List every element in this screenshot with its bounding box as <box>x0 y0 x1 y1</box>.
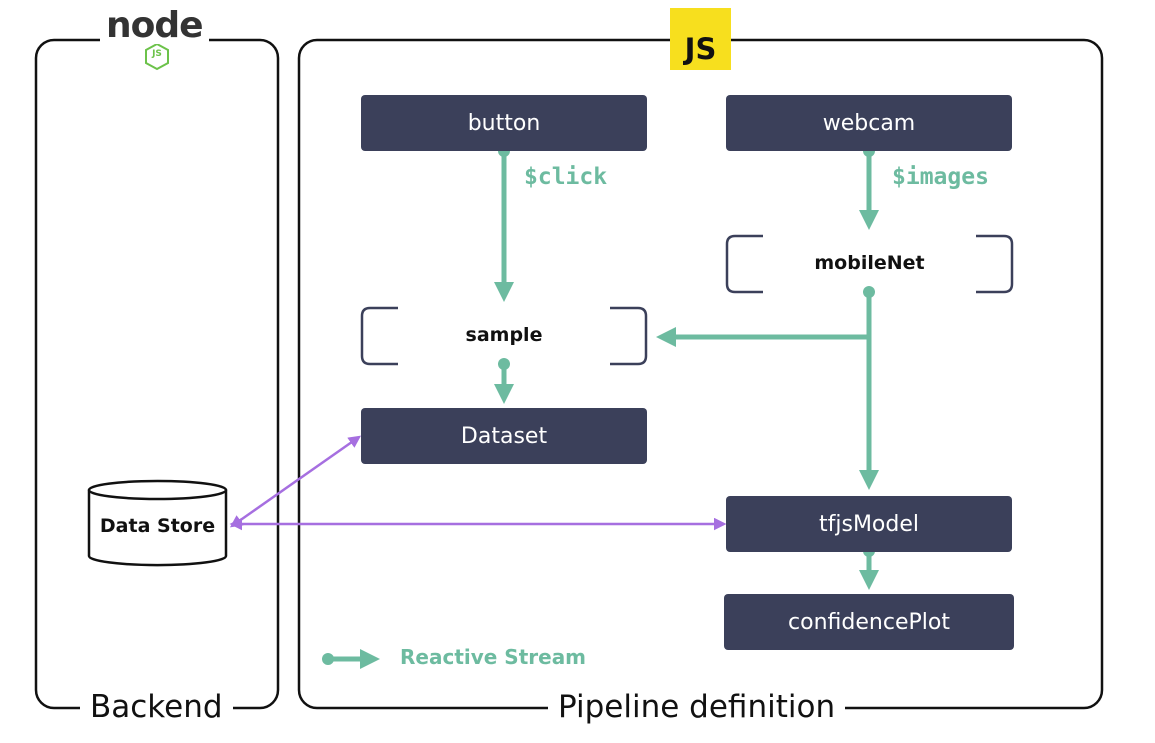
webcam-node: webcam <box>726 95 1012 151</box>
sample-operator-label: sample <box>465 324 543 346</box>
stream-sample-to-dataset <box>494 358 514 404</box>
backend-title: Backend <box>80 687 233 727</box>
nodejs-hexagon-icon <box>145 42 169 71</box>
sample-brackets <box>360 306 648 366</box>
mobilenet-brackets <box>725 234 1014 294</box>
stream-mobilenet-to-tfjsmodel <box>859 286 879 490</box>
dataset-node: Dataset <box>361 408 647 464</box>
nodejs-logo-badge: JS <box>152 49 162 59</box>
javascript-logo: JS <box>670 8 731 70</box>
tfjs-model-node: tfjsModel <box>726 496 1012 552</box>
stream-button-to-sample <box>494 145 514 302</box>
link-store-dataset <box>229 435 362 528</box>
backend-frame <box>34 38 280 710</box>
images-stream-label: $images <box>892 164 989 190</box>
click-stream-label: $click <box>524 164 608 190</box>
confidence-plot-node: confidencePlot <box>724 594 1014 650</box>
button-node: button <box>361 95 647 151</box>
stream-webcam-to-mobilenet <box>859 145 879 230</box>
mobilenet-operator-label: mobileNet <box>814 252 925 274</box>
legend-stream-icon <box>322 649 380 669</box>
legend-reactive-stream-label: Reactive Stream <box>400 645 587 669</box>
data-store-label: Data Store <box>99 515 216 537</box>
data-store-cylinder <box>87 479 228 567</box>
pipeline-title: Pipeline definition <box>548 687 846 727</box>
nodejs-logo: node <box>100 8 209 44</box>
